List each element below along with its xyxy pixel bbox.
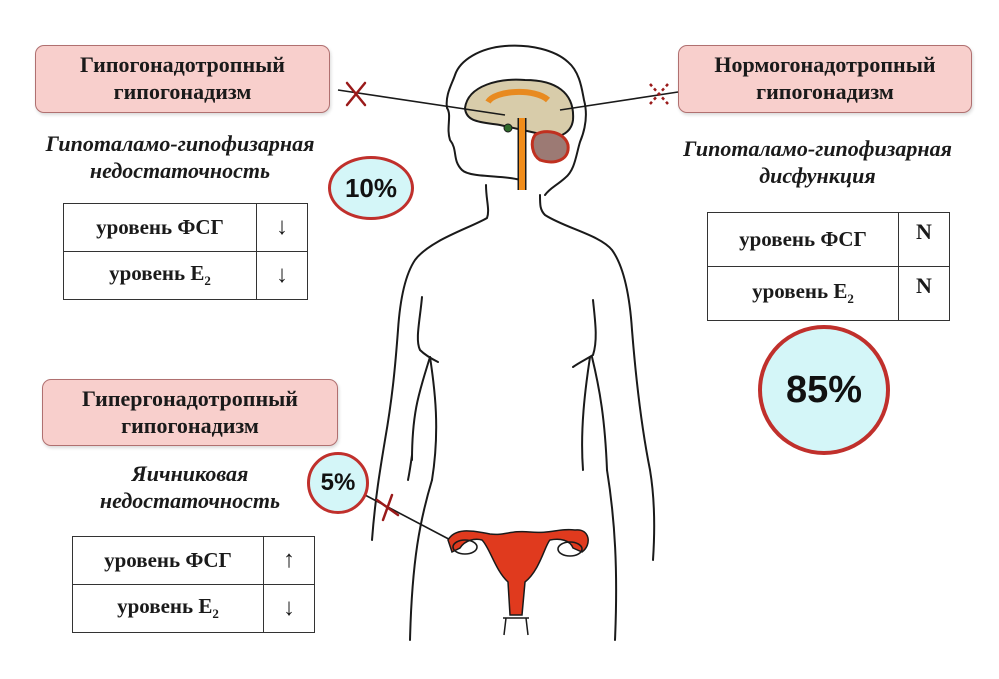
- e2-value: ↓: [263, 584, 315, 633]
- head-outline: [445, 44, 587, 196]
- uterus-icon: [447, 528, 589, 636]
- fsh-label: уровень ФСГ: [63, 203, 257, 252]
- label-hypergonadotropic: Гипергонадотропный гипогонадизм: [42, 379, 338, 446]
- e2-value: ↓: [256, 251, 308, 300]
- table-row: уровень ФСГ ↓: [63, 203, 308, 252]
- levels-table-hypergonadotropic: уровень ФСГ ↑ уровень E2 ↓: [72, 536, 315, 633]
- table-row: уровень E2 ↓: [63, 251, 308, 300]
- fsh-value: ↓: [256, 203, 308, 252]
- percent-badge-hypergonadotropic: 5%: [307, 452, 369, 514]
- e2-value: N: [898, 266, 950, 321]
- label-hypogonadotropic: Гипогонадотропный гипогонадизм: [35, 45, 330, 113]
- fsh-label: уровень ФСГ: [707, 212, 899, 267]
- percent-badge-hypogonadotropic: 10%: [328, 156, 414, 220]
- table-row: уровень ФСГ ↑: [72, 536, 315, 585]
- levels-table-normogonadotropic: уровень ФСГ N уровень E2 N: [707, 212, 950, 321]
- subtitle-normogonadotropic: Гипоталамо-гипофизарная дисфункция: [683, 136, 952, 188]
- e2-label: уровень E2: [72, 584, 264, 633]
- subtitle-hypogonadotropic: Гипоталамо-гипофизарная недостаточность: [45, 131, 315, 183]
- label-normogonadotropic: Нормогонадотропный гипогонадизм: [678, 45, 972, 113]
- table-row: уровень E2 ↓: [72, 584, 315, 633]
- table-row: уровень ФСГ N: [707, 212, 950, 267]
- subtitle-hypergonadotropic: Яичниковая недостаточность: [99, 461, 281, 513]
- brain-icon: [463, 78, 575, 190]
- e2-label: уровень E2: [63, 251, 257, 300]
- table-row: уровень E2 N: [707, 266, 950, 321]
- fsh-label: уровень ФСГ: [72, 536, 264, 585]
- e2-label: уровень E2: [707, 266, 899, 321]
- fsh-value: ↑: [263, 536, 315, 585]
- levels-table-hypogonadotropic: уровень ФСГ ↓ уровень E2 ↓: [63, 203, 308, 300]
- percent-badge-normogonadotropic: 85%: [758, 325, 890, 455]
- fsh-value: N: [898, 212, 950, 267]
